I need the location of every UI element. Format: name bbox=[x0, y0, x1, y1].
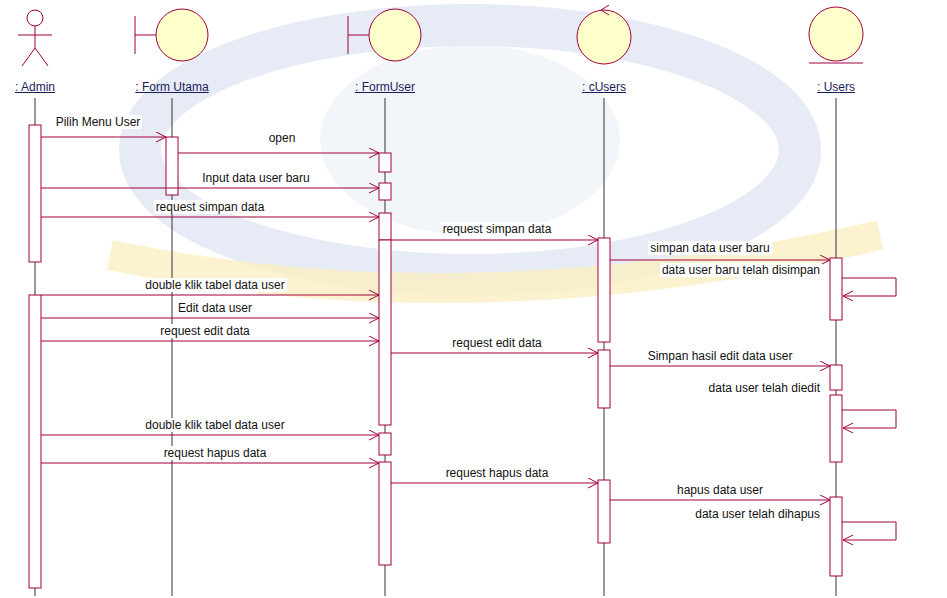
message-arrow bbox=[41, 137, 166, 138]
message-arrow bbox=[610, 366, 830, 367]
message-arrow bbox=[391, 353, 598, 354]
activation-bar bbox=[830, 365, 842, 390]
lifeline-head: : cUsers bbox=[569, 4, 639, 98]
activation-bar bbox=[379, 433, 391, 455]
lifeline-icon bbox=[330, 4, 440, 74]
lifeline-icon bbox=[801, 4, 871, 74]
lifeline-name: : Form Utama bbox=[135, 80, 208, 94]
message-label: Simpan hasil edit data user bbox=[646, 349, 795, 363]
lifeline-head: : Form Utama bbox=[117, 4, 227, 98]
activation-bar bbox=[29, 125, 41, 262]
message-label: open bbox=[267, 131, 298, 145]
entity-base bbox=[809, 63, 863, 64]
message-label: data user telah diedit bbox=[707, 381, 822, 395]
messages bbox=[41, 137, 896, 540]
activation-bar bbox=[29, 295, 41, 588]
message-arrow bbox=[41, 295, 379, 296]
message-arrow bbox=[41, 463, 379, 464]
control-circle bbox=[577, 10, 631, 64]
watermark-swoosh bbox=[140, 25, 800, 275]
message-label: request edit data bbox=[450, 336, 543, 350]
message-arrow bbox=[41, 217, 379, 218]
activation-bar bbox=[379, 462, 391, 565]
activation-bar bbox=[379, 183, 391, 200]
lifeline-name: : Admin bbox=[15, 80, 55, 94]
message-arrow bbox=[41, 341, 379, 342]
boundary-circle bbox=[156, 9, 208, 61]
message-arrow bbox=[41, 318, 379, 319]
actor-leg bbox=[35, 48, 48, 66]
boundary-stem bbox=[348, 35, 369, 36]
lifeline-head: : Users bbox=[801, 4, 871, 98]
message-arrow bbox=[41, 188, 379, 189]
activation-bar bbox=[379, 153, 391, 172]
lifeline-head: : Admin bbox=[2, 4, 68, 98]
activation-bar bbox=[598, 350, 610, 408]
activation-bar bbox=[830, 258, 842, 320]
lifeline-name: : FormUser bbox=[355, 80, 415, 94]
message-arrow bbox=[610, 260, 830, 261]
message-label: double klik tabel data user bbox=[143, 418, 286, 432]
message-label: request edit data bbox=[158, 324, 251, 338]
entity-circle bbox=[809, 7, 863, 61]
lifeline-name: : cUsers bbox=[582, 80, 626, 94]
lifeline-head: : FormUser bbox=[330, 4, 440, 98]
message-arrow bbox=[842, 522, 896, 540]
activation-bar bbox=[598, 480, 610, 543]
message-label: Edit data user bbox=[176, 301, 254, 315]
message-label: data user baru telah disimpan bbox=[660, 263, 822, 277]
message-arrow bbox=[178, 153, 379, 154]
message-label: hapus data user bbox=[675, 483, 765, 497]
message-arrow bbox=[391, 483, 598, 484]
actor-head bbox=[27, 10, 43, 26]
message-arrow bbox=[391, 240, 598, 241]
lifeline-icon bbox=[2, 4, 68, 74]
lifelines bbox=[35, 98, 836, 596]
message-arrow bbox=[41, 435, 379, 436]
message-arrow bbox=[610, 500, 830, 501]
activation-bar bbox=[166, 137, 178, 195]
lifeline-name: : Users bbox=[817, 80, 855, 94]
message-label: request simpan data bbox=[441, 222, 554, 236]
control-arrow bbox=[601, 5, 609, 15]
message-label: Input data user baru bbox=[200, 171, 311, 185]
activation-bar bbox=[379, 240, 391, 425]
message-label: request simpan data bbox=[154, 200, 267, 214]
activations bbox=[29, 125, 842, 588]
boundary-stem bbox=[135, 35, 156, 36]
activation-bar bbox=[830, 395, 842, 462]
activation-bar bbox=[598, 238, 610, 342]
boundary-circle bbox=[369, 9, 421, 61]
actor-leg bbox=[22, 48, 35, 66]
lifeline-icon bbox=[117, 4, 227, 74]
lifeline-icon bbox=[569, 4, 639, 74]
message-arrow bbox=[842, 410, 896, 428]
message-label: simpan data user baru bbox=[648, 241, 771, 255]
actor-body bbox=[35, 26, 36, 48]
message-label: data user telah dihapus bbox=[693, 507, 822, 521]
activation-bar bbox=[379, 213, 391, 240]
actor-arms bbox=[18, 35, 52, 36]
message-label: Pilih Menu User bbox=[54, 115, 143, 129]
message-label: request hapus data bbox=[444, 466, 551, 480]
message-arrow bbox=[842, 278, 896, 296]
message-label: double klik tabel data user bbox=[143, 278, 286, 292]
message-label: request hapus data bbox=[162, 446, 269, 460]
watermark-core bbox=[320, 45, 620, 235]
activation-bar bbox=[830, 497, 842, 576]
